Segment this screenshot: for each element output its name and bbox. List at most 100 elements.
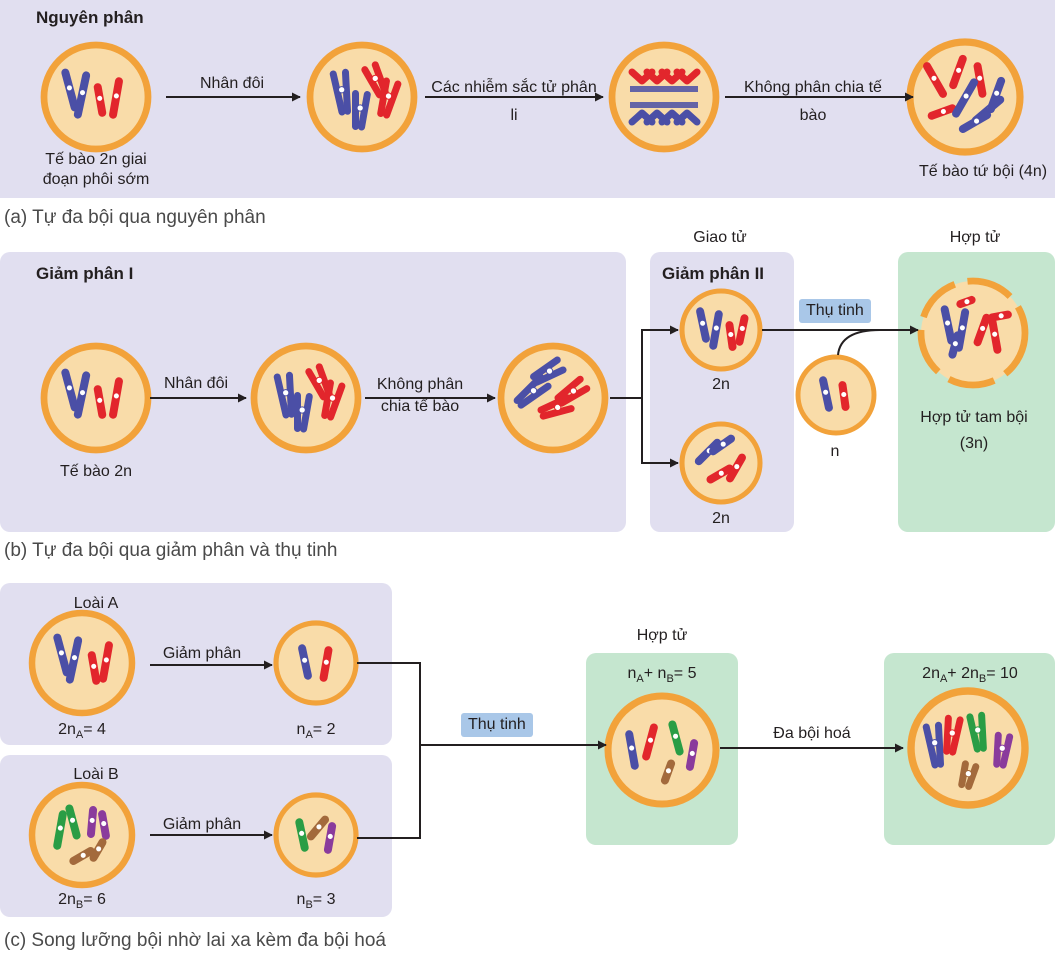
gamete-2n-top — [679, 288, 763, 372]
species-b-n-label: nB= 3 — [296, 891, 336, 911]
chromosome — [295, 818, 309, 852]
section-b-title-meiosis-2: Giảm phân II — [662, 264, 765, 283]
chromosome — [668, 720, 684, 756]
separating-chromatid — [673, 68, 701, 85]
chromosome — [725, 321, 737, 351]
chromosome — [949, 54, 967, 90]
species-b-2n-cell — [28, 781, 136, 889]
chromosome — [735, 314, 749, 346]
cell-2n-early — [40, 41, 152, 153]
caption-a: (a) Tự đa bội qua nguyên phân — [4, 207, 266, 228]
gamete-2n-bottom — [679, 421, 763, 505]
chromosome — [940, 305, 956, 345]
cell-2n-early-label: Tế bào 2n giai đoạn phôi sớm — [42, 151, 150, 188]
chromosome — [660, 759, 676, 785]
chromosome — [53, 633, 71, 677]
duplicated-chromosome — [273, 371, 296, 419]
chromosome — [69, 847, 95, 865]
duplicated-chromosome — [294, 392, 313, 433]
chromosome — [927, 104, 957, 120]
triploid-zygote — [917, 277, 1029, 389]
chromosome — [685, 739, 699, 771]
chromosome — [298, 644, 312, 680]
chromosome — [988, 318, 1002, 354]
chromosome — [306, 815, 330, 841]
section-a-title: Nguyên phân — [36, 8, 144, 27]
panel-a — [0, 0, 1055, 198]
chromosome — [726, 453, 746, 483]
species-b-2n-label: 2nB= 6 — [58, 891, 106, 911]
chromosome — [323, 822, 337, 854]
chromosome — [73, 371, 91, 419]
fertilization-tag-b: Thụ tinh — [799, 299, 871, 323]
chromosome — [625, 730, 639, 770]
fertilization-tag-c: Thụ tinh — [461, 713, 533, 737]
separating-chromatid — [673, 109, 701, 126]
chromosome — [708, 434, 736, 456]
chromosome — [109, 77, 123, 119]
section-b-title-zygote: Hợp tử — [949, 229, 1001, 246]
duplicated-chromosome — [352, 90, 371, 131]
species-b-n-cell — [273, 792, 359, 878]
gamete-top-label: 2n — [712, 376, 730, 393]
gamete-n — [795, 354, 877, 436]
chromosome — [99, 641, 113, 683]
chromosome — [89, 838, 107, 862]
arrow-b-2-label: Không phân chia tế bào — [376, 376, 464, 415]
hybrid-zygote — [604, 692, 720, 808]
duplicated-chromosome — [993, 731, 1014, 769]
cell-4n-label: Tế bào tứ bội (4n) — [918, 163, 1048, 180]
species-b-title: Loài B — [73, 766, 119, 783]
chromosome — [73, 71, 91, 119]
cell-duplicated — [306, 41, 418, 153]
chromosome — [65, 804, 81, 840]
chromosome — [93, 385, 107, 419]
section-b-title-meiosis-1: Giảm phân I — [36, 264, 134, 283]
cell-chromatid-separation — [608, 41, 720, 153]
chromosome — [819, 376, 833, 412]
chromosome — [93, 83, 107, 117]
allopolyploid-cell — [907, 687, 1029, 809]
cell-2n — [40, 342, 152, 454]
cell-2n-label: Tế bào 2n — [59, 463, 133, 480]
cell-unsplit — [497, 342, 609, 454]
chromosome — [65, 636, 83, 684]
cell-tetraploid — [906, 38, 1024, 156]
zygote-c-formula: nA+ nB= 5 — [627, 665, 697, 685]
chromosome — [952, 78, 978, 118]
duplicated-chromosome — [554, 375, 591, 407]
species-a-n-cell — [273, 620, 359, 706]
chromosome — [958, 111, 992, 133]
duplicated-chromosome — [922, 721, 945, 769]
chromosome — [87, 651, 101, 685]
chromosome — [61, 68, 79, 112]
chromosome — [956, 295, 976, 309]
duplicated-chromosome — [943, 714, 964, 756]
zygote-c-title: Hợp tử — [636, 627, 688, 644]
chromosome — [973, 62, 987, 98]
meiosis-b-label: Giảm phân — [162, 816, 242, 833]
cell-duplicated-b — [250, 342, 362, 454]
chromosome — [98, 810, 110, 840]
duplicated-chromosome — [966, 711, 987, 753]
chromosome — [61, 368, 79, 412]
duplicated-chromosome — [321, 379, 346, 421]
duplicated-chromosome — [329, 68, 352, 116]
final-formula: 2nA+ 2nB= 10 — [922, 665, 1018, 685]
arrow-b-n-join — [837, 329, 881, 356]
chromosome — [709, 310, 723, 350]
meiosis-a-label: Giảm phân — [162, 645, 242, 662]
gamete-bottom-label: 2n — [712, 510, 730, 527]
species-a-n-label: nA= 2 — [296, 721, 336, 741]
triploid-zygote-label: Hợp tử tam bội (3n) — [920, 409, 1028, 452]
arrow-b-1-label: Nhân đôi — [163, 375, 229, 392]
chromosome — [696, 307, 710, 343]
chromosome — [948, 331, 962, 359]
duplicated-chromosome — [530, 356, 567, 386]
caption-b: (b) Tự đa bội qua giảm phân và thụ tinh — [4, 540, 338, 561]
chromosome — [973, 313, 991, 347]
species-a-title: Loài A — [73, 595, 119, 612]
chromosome — [86, 806, 98, 838]
species-a-2n-label: 2nA= 4 — [58, 721, 106, 741]
